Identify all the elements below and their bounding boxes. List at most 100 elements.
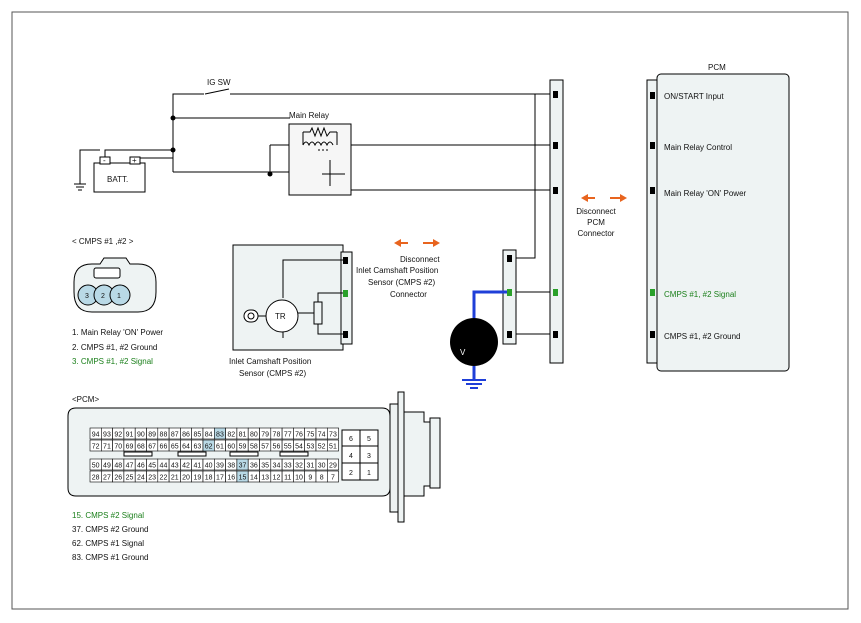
pcm-pin-number: 12 [273, 474, 281, 481]
pcm-pin-number: 41 [193, 462, 201, 469]
pcm-pin-number: 64 [182, 443, 190, 450]
pcm-pin-number: 85 [193, 431, 201, 438]
pcm-pin-number: 8 [320, 474, 324, 481]
pcm-pin-number: 92 [114, 431, 122, 438]
cmps-pin-2: 2 [101, 293, 105, 300]
pcm-pin-number: 49 [103, 462, 111, 469]
disconnect-pcm-arrows [581, 194, 627, 202]
pcm-pin-number: 74 [318, 431, 326, 438]
pcm-pin-number: 14 [250, 474, 258, 481]
pcm-pin-number: 80 [250, 431, 258, 438]
cmps-legend-1: 1. Main Relay 'ON' Power [72, 328, 163, 337]
pcm-pin-number: 66 [160, 443, 168, 450]
pcm-pin-main-relay-power: Main Relay 'ON' Power [664, 189, 747, 198]
pcm-pin-main-relay-control: Main Relay Control [664, 143, 732, 152]
pcm-pin-number: 36 [250, 462, 258, 469]
pcm-pin-number: 70 [114, 443, 122, 450]
ig-switch-label: IG SW [207, 78, 231, 87]
pcm-pin-number: 76 [295, 431, 303, 438]
pcm-title: PCM [708, 63, 726, 72]
sensor-tr-label: TR [275, 312, 286, 321]
pcm-pin-number: 34 [273, 462, 281, 469]
pcm-pin-number: 44 [160, 462, 168, 469]
pcm-pin-number: 13 [261, 474, 269, 481]
pcm-pin-number: 77 [284, 431, 292, 438]
pcm-harness-connector [549, 79, 564, 364]
pcm-small-pin-number: 3 [367, 453, 371, 460]
pcm-pin-number: 48 [114, 462, 122, 469]
battery-plus: + [132, 156, 137, 165]
pcm-pin-number: 68 [137, 443, 145, 450]
pcm-pin-number: 24 [137, 474, 145, 481]
diagram-frame [11, 11, 849, 610]
pcm-pin-number: 82 [227, 431, 235, 438]
pcm-pin-number: 9 [308, 474, 312, 481]
pcm-pin-number: 87 [171, 431, 179, 438]
pcm-pin-number: 38 [227, 462, 235, 469]
pcm-pin-number: 40 [205, 462, 213, 469]
pcm-pin-number: 72 [92, 443, 100, 450]
cmps-sensor: TR [232, 244, 353, 351]
pcm-pin-number: 79 [261, 431, 269, 438]
sensor-caption-line-1: Inlet Camshaft Position [229, 357, 311, 366]
pcm-small-pin-number: 6 [349, 436, 353, 443]
disconnect-sensor-line-1: Disconnect [400, 255, 440, 264]
pcm-pin-number: 90 [137, 431, 145, 438]
battery: - + BATT. [93, 156, 146, 193]
cmps-connector-title: < CMPS #1 ,#2 > [72, 237, 134, 246]
main-relay: Main Relay [288, 111, 352, 196]
voltmeter-label: V [460, 348, 466, 357]
pcm-pin-number: 60 [227, 443, 235, 450]
pcm-pin-number: 59 [239, 443, 247, 450]
pcm-pin-number: 45 [148, 462, 156, 469]
pcm-pin-number: 10 [295, 474, 303, 481]
pcm-pin-number: 89 [148, 431, 156, 438]
pcm-pin-cell [326, 470, 339, 483]
pcm-pin-number: 57 [261, 443, 269, 450]
pcm-pin-number: 54 [295, 443, 303, 450]
pcm-small-pin-number: 4 [349, 453, 353, 460]
pcm-pin-number: 32 [295, 462, 303, 469]
pcm-pin-number: 84 [205, 431, 213, 438]
pcm-pin-number: 52 [318, 443, 326, 450]
pcm-pin-number: 22 [160, 474, 168, 481]
pcm-pin-number: 21 [171, 474, 179, 481]
pcm-pin-number: 53 [306, 443, 314, 450]
pcm-small-pin-number: 1 [367, 470, 371, 477]
disconnect-sensor-arrows [394, 239, 440, 247]
pcm-pin-cmps-ground: CMPS #1, #2 Ground [664, 332, 740, 341]
cmps-legend-3: 3. CMPS #1, #2 Signal [72, 357, 153, 366]
pcm-pin-number: 78 [273, 431, 281, 438]
pcm-legend-4: 83. CMPS #1 Ground [72, 553, 148, 562]
pcm-small-pin-number: 5 [367, 436, 371, 443]
pcm-pin-number: 94 [92, 431, 100, 438]
sensor-caption-line-2: Sensor (CMPS #2) [239, 369, 306, 378]
pcm-pin-number: 91 [126, 431, 134, 438]
disconnect-pcm-line-1: Disconnect [576, 207, 616, 216]
pcm-pin-number: 83 [216, 431, 224, 438]
pcm-pin-number: 37 [239, 462, 247, 469]
pcm-pin-number: 16 [227, 474, 235, 481]
pcm-pin-number: 31 [306, 462, 314, 469]
pcm-pin-number: 47 [126, 462, 134, 469]
pcm-pin-number: 42 [182, 462, 190, 469]
pcm-pin-number: 46 [137, 462, 145, 469]
pcm-pin-number: 33 [284, 462, 292, 469]
pcm-pin-number: 56 [273, 443, 281, 450]
pcm-pin-number: 19 [193, 474, 201, 481]
pcm-pin-number: 63 [193, 443, 201, 450]
pcm-pin-number: 73 [329, 431, 337, 438]
pcm-pin-number: 15 [239, 474, 247, 481]
disconnect-pcm-line-2: PCM [587, 218, 605, 227]
pcm-pin-number: 18 [205, 474, 213, 481]
cmps-legend-2: 2. CMPS #1, #2 Ground [72, 343, 157, 352]
pcm-pin-cell [326, 458, 339, 471]
pcm-pin-number: 51 [329, 443, 337, 450]
battery-minus: - [103, 156, 106, 165]
pcm-pin-number: 75 [306, 431, 314, 438]
pcm-pin-cell [326, 439, 339, 452]
pcm-pin-number: 39 [216, 462, 224, 469]
